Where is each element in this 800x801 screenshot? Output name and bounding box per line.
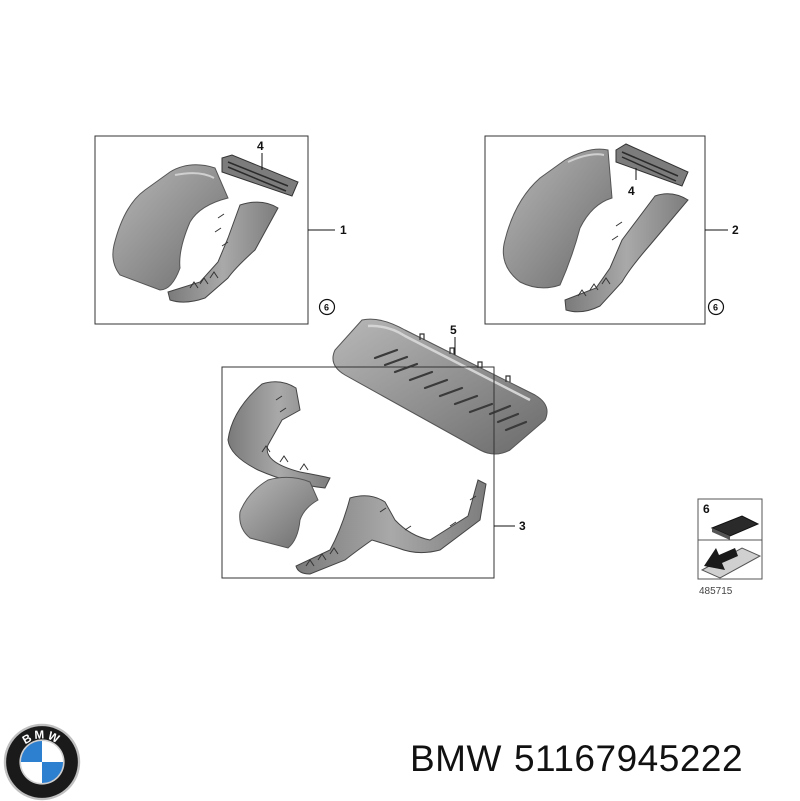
callout-4-right: 4 xyxy=(628,184,635,198)
legend-6-label: 6 xyxy=(703,502,710,516)
callout-4-left: 4 xyxy=(257,139,264,153)
callout-6-left-ring xyxy=(318,298,336,316)
callout-5: 5 xyxy=(450,323,457,337)
legend-6-pad xyxy=(710,515,760,537)
callout-1: 1 xyxy=(340,223,347,237)
caption-part-number: 51167945222 xyxy=(513,738,744,779)
part-lower-bracket-left-teeth xyxy=(189,213,229,289)
part-5: 5 xyxy=(332,318,548,455)
logo-quadrant-blue-2 xyxy=(42,762,64,784)
part-trim-cover-left-edge xyxy=(174,172,215,179)
part-lower-bracket-right xyxy=(564,193,689,313)
part-clip-strip-4-right-detail xyxy=(621,151,679,182)
part-clip-strip-4-left-detail xyxy=(227,161,289,192)
legend-6-arrow-icon xyxy=(704,548,738,570)
part-lower-bracket-right-teeth xyxy=(577,221,623,297)
callout-3: 3 xyxy=(519,519,526,533)
callout-6-right: 6 xyxy=(713,303,718,313)
part-upper-frame-3-teeth xyxy=(261,395,309,471)
part-long-bracket-3 xyxy=(295,479,487,575)
group-2: 2 4 6 xyxy=(484,135,739,325)
part-undertray-5-slots xyxy=(373,348,528,432)
part-undertray-5-tabs xyxy=(419,333,511,382)
bmw-logo: BMW xyxy=(3,723,81,801)
callout-6-right-ring xyxy=(707,298,725,316)
group-1: 1 4 6 xyxy=(94,135,347,325)
part-trim-cover-right xyxy=(502,148,613,289)
caption-brand: BMW xyxy=(410,738,502,779)
logo-quadrant-blue-1 xyxy=(20,740,42,762)
legend-6: 6 485715 xyxy=(697,498,763,597)
part-upper-frame-3 xyxy=(227,381,331,489)
part-undertray-5 xyxy=(332,318,548,455)
part-trim-cover-right-edge xyxy=(567,153,605,163)
reference-number: 485715 xyxy=(699,586,733,597)
part-undertray-5-edge xyxy=(367,324,531,402)
logo-quadrant-white-1 xyxy=(42,740,64,762)
part-caption: BMW 51167945222 xyxy=(410,738,755,780)
callout-2: 2 xyxy=(732,223,739,237)
legend-6-pad-side xyxy=(712,528,730,540)
part-trim-cover-3 xyxy=(239,476,319,549)
part-long-bracket-3-teeth xyxy=(305,495,477,567)
group-3-frame xyxy=(221,366,495,579)
group-3: 3 xyxy=(221,366,526,579)
part-lower-bracket-left xyxy=(167,201,279,303)
part-trim-cover-left xyxy=(112,164,229,291)
logo-quadrant-white-2 xyxy=(20,762,42,784)
logo-letters: BMW xyxy=(20,728,63,747)
callout-6-left: 6 xyxy=(324,303,329,313)
